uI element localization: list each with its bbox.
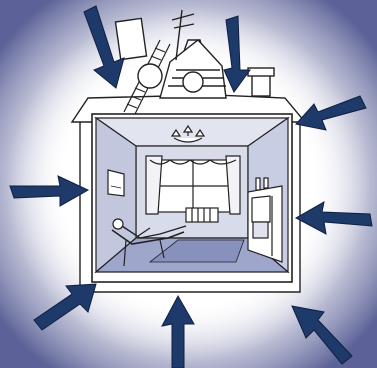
arrow-right-upper: [295, 95, 367, 131]
arrow-bottom-right: [291, 305, 353, 365]
roof-box: [114, 17, 148, 61]
room-cutaway: [91, 113, 293, 283]
radiator: [185, 207, 219, 223]
lounge-chair: [111, 229, 185, 245]
reclining-person: [111, 218, 187, 267]
chimney: [251, 73, 271, 97]
valance: [149, 159, 237, 165]
chandelier: [170, 124, 206, 143]
right-curtain: [225, 155, 241, 215]
arrow-top-right: [223, 15, 251, 93]
arrow-bottom-center: [161, 294, 195, 368]
attic-dormer: [159, 39, 227, 99]
arrow-right-middle: [294, 201, 373, 235]
arrow-left-middle: [9, 175, 90, 207]
round-window: [137, 63, 163, 89]
antenna: [171, 9, 195, 61]
left-curtain: [145, 155, 163, 215]
wall-cabinet: [247, 177, 283, 263]
tv: [252, 221, 269, 239]
rug: [148, 239, 245, 263]
arrow-bottom-left: [33, 283, 97, 331]
arrow-top-left: [83, 5, 125, 89]
wall-picture: [107, 169, 125, 197]
arrows: [9, 5, 373, 368]
